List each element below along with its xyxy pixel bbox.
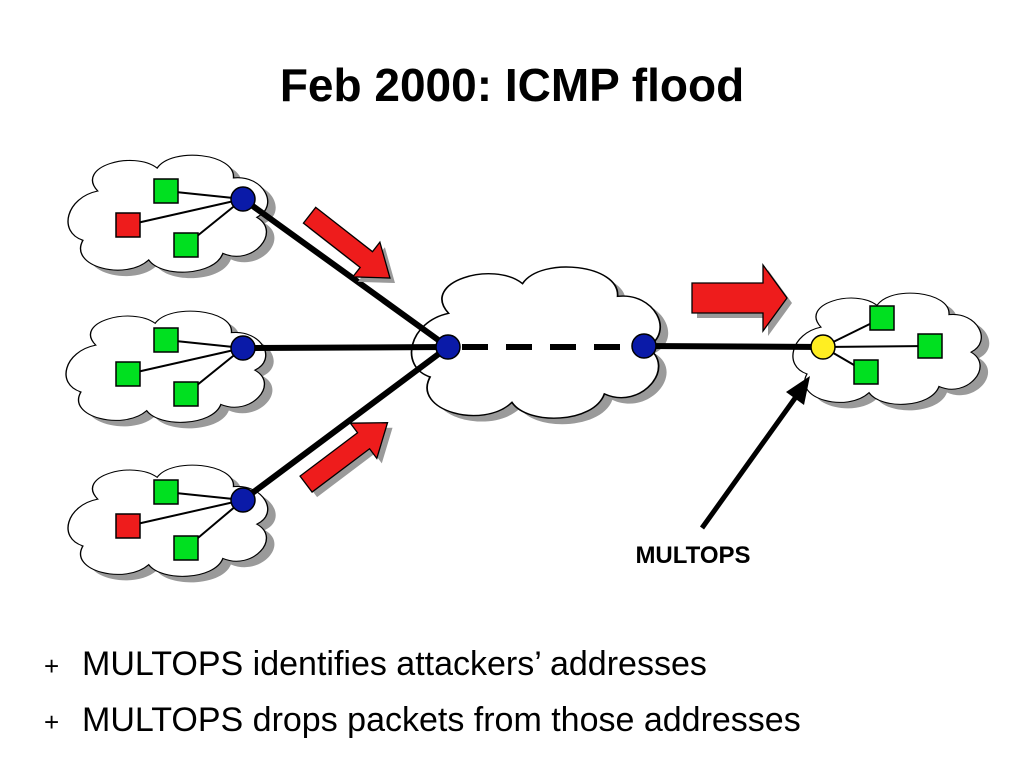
multops-pointer-arrow-icon (699, 376, 810, 530)
attacker-network-cloud-top (67, 154, 269, 273)
router-icon (631, 333, 657, 359)
link-top-to-backbone (240, 196, 451, 350)
victim-host-icon (917, 333, 943, 359)
attacker-host-icon (115, 212, 141, 238)
router-icon (230, 487, 256, 513)
bullet-text: MULTOPS identifies attackers’ addresses (82, 645, 707, 683)
benign-host-icon (173, 232, 199, 258)
link-bottom-to-backbone (240, 344, 451, 503)
link-backbone-to-victim (641, 343, 826, 350)
attack-flow-arrow-icon (299, 422, 389, 493)
bullet-list: + MULTOPS identifies attackers’ addresses… (44, 636, 801, 748)
attacker-host-icon (115, 513, 141, 539)
benign-host-icon (115, 361, 141, 387)
router-icon (435, 334, 461, 360)
multops-callout-label: MULTOPS (635, 542, 750, 569)
link-middle-to-backbone (240, 344, 451, 351)
benign-host-icon (153, 327, 179, 353)
router-icon (230, 186, 256, 212)
benign-host-icon (173, 381, 199, 407)
router-icon (230, 335, 256, 361)
benign-host-icon (153, 479, 179, 505)
benign-host-icon (173, 535, 199, 561)
bullet-text: MULTOPS drops packets from those address… (82, 701, 801, 739)
slide-title: Feb 2000: ICMP flood (279, 59, 745, 111)
bullet-item: + MULTOPS identifies attackers’ addresses (44, 636, 801, 692)
victim-host-icon (853, 359, 879, 385)
attack-flow-arrow-icon (691, 263, 788, 333)
bullet-marker: + (44, 651, 60, 681)
multops-router-icon (810, 334, 836, 360)
benign-host-icon (153, 178, 179, 204)
bullet-item: + MULTOPS drops packets from those addres… (44, 692, 801, 748)
attack-flow-arrow-icon (302, 206, 391, 279)
victim-host-icon (869, 305, 895, 331)
bullet-marker: + (44, 707, 60, 737)
